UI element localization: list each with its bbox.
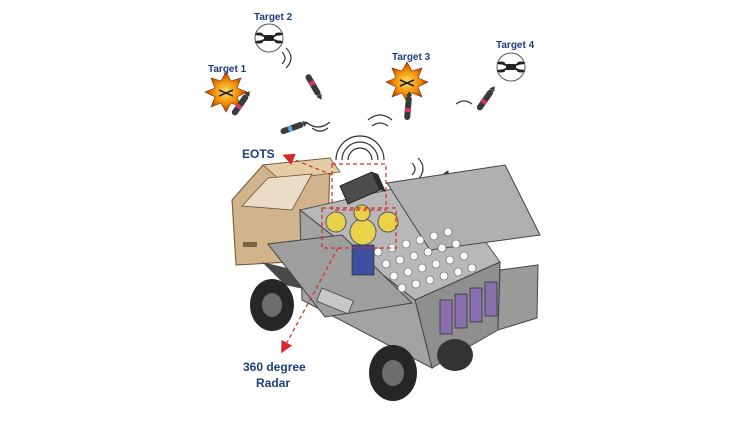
- eots-label: EOTS: [242, 147, 275, 161]
- missile-icon: [404, 91, 413, 120]
- target-4-drone-icon: [496, 52, 526, 82]
- radar-dome-icon: [325, 204, 399, 276]
- eots-indicator: [282, 153, 387, 211]
- target-1-explosion-icon: [204, 71, 248, 113]
- wheel: [369, 345, 417, 401]
- target-1-label: Target 1: [208, 64, 247, 75]
- radar-indicator: [281, 207, 397, 354]
- wheel: [437, 339, 473, 371]
- signal-arcs-icon: [281, 47, 473, 181]
- target-2-label: Target 2: [254, 12, 293, 23]
- missile-icon: [231, 91, 250, 116]
- target-2-drone-icon: [254, 23, 284, 53]
- target-3-explosion-icon: [385, 61, 429, 103]
- radar-label-line2: Radar: [256, 376, 291, 390]
- wheel: [250, 279, 294, 331]
- missile-icon: [280, 121, 308, 135]
- eots-sensor-icon: [339, 171, 386, 205]
- target-3-label: Target 3: [392, 52, 431, 63]
- missile-icon: [476, 86, 495, 111]
- missile-icon: [305, 74, 322, 100]
- truck-icon: [231, 157, 541, 401]
- radar-label-line1: 360 degree: [243, 360, 306, 374]
- target-4-label: Target 4: [496, 40, 535, 51]
